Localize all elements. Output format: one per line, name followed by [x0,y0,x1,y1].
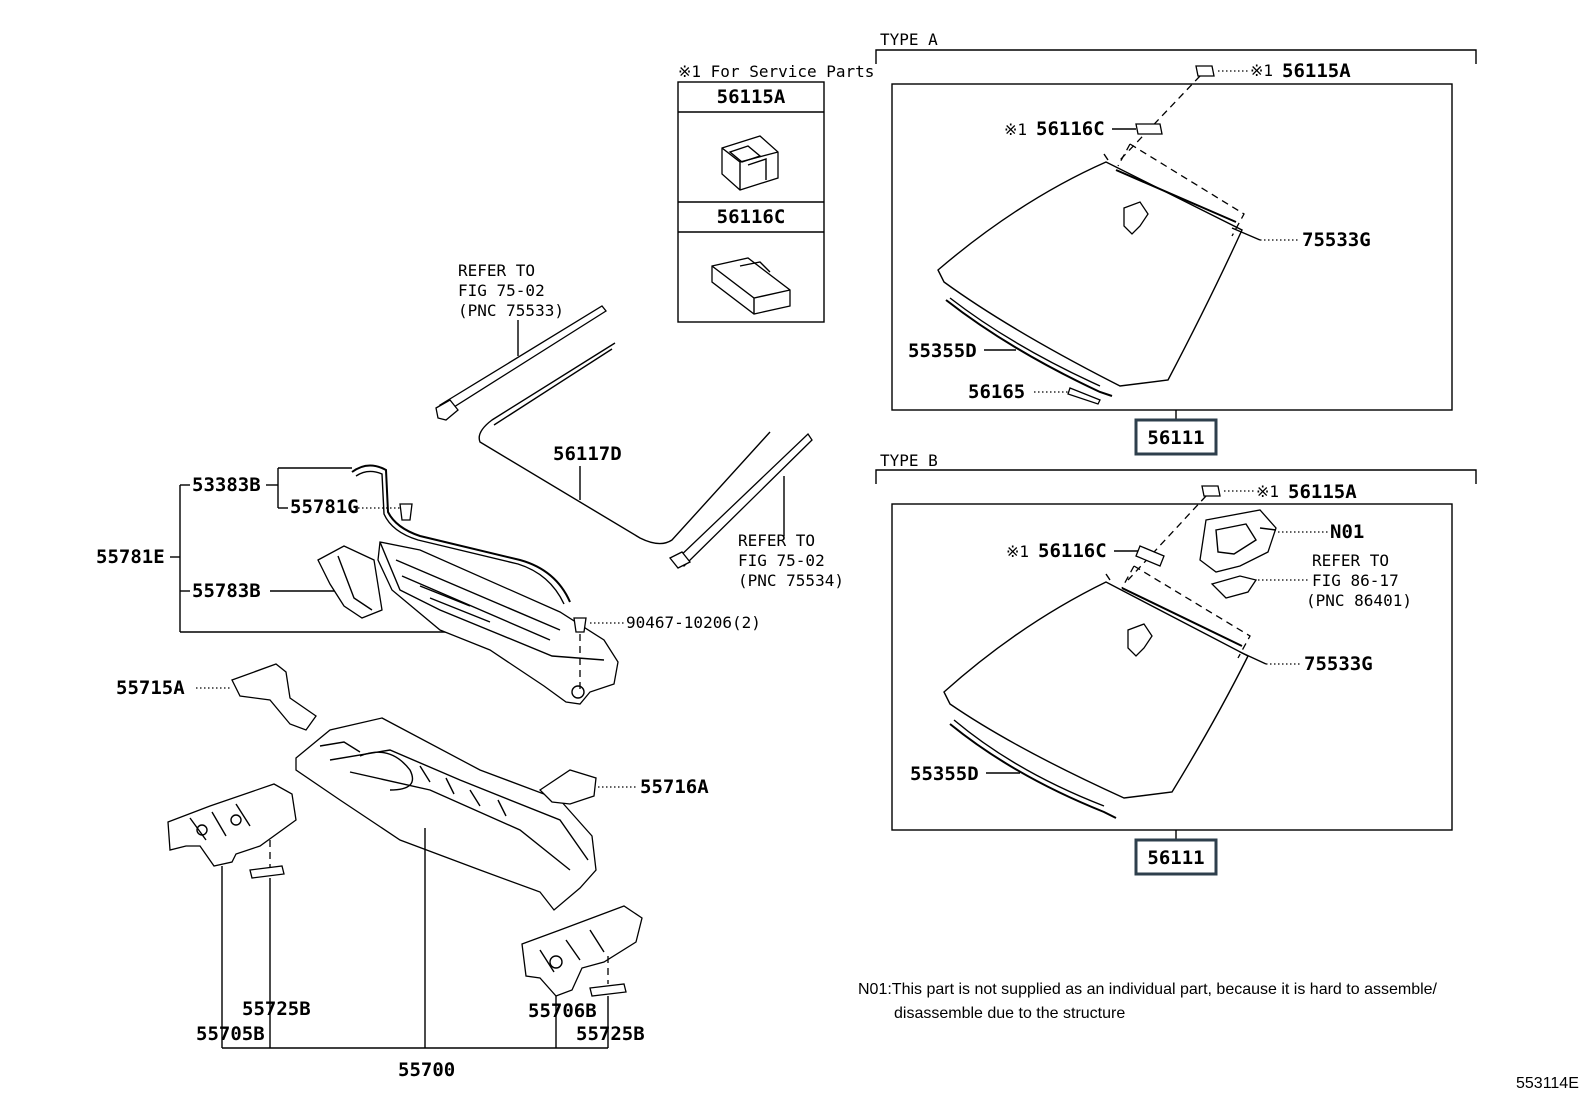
refer-75533-line3: (PNC 75533) [458,301,564,320]
refer-86401-line3: (PNC 86401) [1306,591,1412,610]
clip-56115A-a [1195,65,1215,77]
refer-86401-line2: FIG 86-17 [1312,571,1399,590]
label-90467: 90467-10206(2) [626,613,761,632]
type-a-title: TYPE A [880,30,938,49]
label-b-56116C: 56116C [1038,540,1107,562]
label-55700: 55700 [398,1059,455,1081]
refer-75534-line1: REFER TO [738,531,815,550]
label-b-75533G: 75533G [1304,653,1373,675]
type-b-section: TYPE B ※1 56115A ※1 56116C N01 REFER TO [875,451,1477,876]
label-b-55355D: 55355D [910,763,979,785]
refer-75534-line3: (PNC 75534) [738,571,844,590]
bracket-55716A [538,769,597,805]
plate-55725B-left [249,865,285,879]
refer-75533-line1: REFER TO [458,261,535,280]
refer-75534-line2: FIG 75-02 [738,551,825,570]
label-55725B-left: 55725B [242,998,311,1020]
label-55706B: 55706B [528,1000,597,1022]
part-56165 [1067,387,1101,405]
plate-55725B-right [589,983,627,997]
note-line-2: disassemble due to the structure [894,1005,1125,1022]
label-55716A: 55716A [640,776,709,798]
pad-56116C-b [1135,545,1165,567]
label-55781G: 55781G [290,496,359,518]
mark-a-1: ※1 [1250,61,1273,80]
bracket-N01 [1199,509,1277,573]
service-parts-header: ※1 For Service Parts [678,62,874,81]
label-b-56115A: 56115A [1288,481,1357,503]
service-parts-box: ※1 For Service Parts 56115A 56116C [677,62,874,323]
pad-56116C-icon [711,257,791,315]
refer-75533-line2: FIG 75-02 [458,281,545,300]
clip-56115A-b [1201,485,1221,497]
bracket-55783B [317,545,383,619]
type-b-title: TYPE B [880,451,938,470]
label-55725B-right: 55725B [576,1023,645,1045]
pad-56116C-a [1135,123,1163,135]
bracket-55706B [521,905,643,997]
service-part-56115A-label: 56115A [717,86,786,108]
label-53383B: 53383B [192,474,261,496]
windshield-type-a [937,161,1243,387]
label-b-N01: N01 [1330,521,1364,543]
service-part-56116C-label: 56116C [717,206,786,228]
bracket-55705B [167,783,297,867]
clip-56115A-icon [721,135,779,191]
sensor-bracket-b [1127,623,1153,657]
mark-b-1: ※1 [1256,482,1279,501]
label-a-56111: 56111 [1147,427,1204,449]
hose-53383B [351,464,571,603]
part-86401 [1210,575,1258,599]
label-a-55355D: 55355D [908,340,977,362]
windshield-type-b [943,581,1249,799]
label-b-56111: 56111 [1147,847,1204,869]
figure-id: 553114E [1516,1075,1579,1092]
sensor-bracket-a [1123,201,1149,235]
note-line-1: N01:This part is not supplied as an indi… [858,981,1438,998]
moulding-left [439,305,607,413]
label-55781E: 55781E [96,546,165,568]
label-a-56116C: 56116C [1036,118,1105,140]
dash-panel-55700 [295,717,597,911]
mark-b-2: ※1 [1006,542,1029,561]
label-55783B: 55783B [192,580,261,602]
windshield-frame [478,342,771,545]
label-a-56165: 56165 [968,381,1025,403]
refer-86401-line1: REFER TO [1312,551,1389,570]
label-55705B: 55705B [196,1023,265,1045]
type-a-section: TYPE A ※1 56115A ※1 56116C 75533G 55355D… [875,30,1477,456]
bracket-55715A [231,663,317,731]
label-a-56115A: 56115A [1282,60,1351,82]
clip-55781G [399,503,413,521]
label-56117D: 56117D [553,443,622,465]
mark-a-2: ※1 [1004,120,1027,139]
label-a-75533G: 75533G [1302,229,1371,251]
label-55715A: 55715A [116,677,185,699]
left-assembly: REFER TO FIG 75-02 (PNC 75533) 56117D RE… [96,261,844,1081]
screw-90467 [573,617,587,633]
